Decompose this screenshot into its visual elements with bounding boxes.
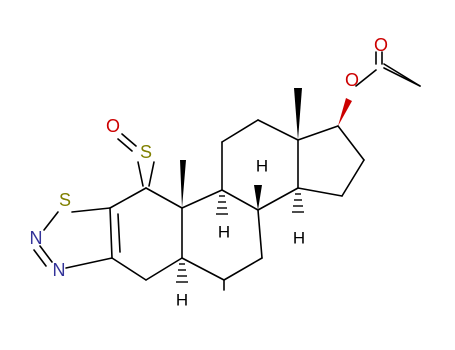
bond-ester-methyl [383,67,421,87]
bond-ringb-2 [145,187,183,209]
sulfoxide-oxygen-label: O [106,116,120,136]
bond-ringd-1 [297,125,339,141]
bond-ringc-1 [181,189,223,209]
bond-c-s-1 [137,161,144,187]
hash-bonds [176,193,304,283]
bond-ester-co [355,69,377,87]
h-wedge-c8 [254,185,262,210]
bond-n-n-1 [39,245,53,263]
bond-ringd-2 [337,125,365,161]
bond-ringd-4 [297,187,343,197]
hydrogen-c8-label: H [256,157,268,176]
bond-ringc-3 [257,209,263,259]
bond-ringc-5 [181,257,225,281]
atom-labels: O S S N N O O H H H H [30,35,389,310]
methyl-wedge-1 [180,160,186,208]
bonds [33,51,421,291]
bond-s-o-1 [121,133,137,147]
bond-s-c [71,207,111,213]
bond-ringc-up-3 [257,119,299,141]
bond-c-s-2 [148,161,155,187]
bond-c-c-fused-double [117,213,121,253]
nitrogen-1-label: N [30,228,43,248]
bond-s-o-2 [117,138,133,152]
bond-n-n-2 [33,249,47,267]
nitrogen-2-label: N [53,260,66,280]
bond-c-c-fused [109,207,113,259]
o-wedge-c17 [338,98,352,126]
bond-s-n [43,211,59,231]
bond-ringd-3 [341,159,365,197]
bond-ringc-4 [223,257,263,281]
sulfine-sulfur-label: S [140,142,152,162]
hydrogen-c14-label: H [293,229,305,248]
bond-ringc-up-2 [221,119,259,143]
bond-ringc-2 [221,189,259,211]
bond-ringb-1 [109,187,147,209]
bond-ringb-5 [111,257,147,281]
ester-oxygen-label: O [345,70,359,90]
bond-ringc-up-5 [257,187,299,211]
carbonyl-oxygen-label: O [374,35,388,55]
hydrogen-c5-label: H [176,291,188,310]
bond-ringb-4 [145,257,183,281]
methyl-wedge-2 [294,88,302,140]
bond-n-c [65,257,113,269]
ring-sulfur-label: S [59,190,71,210]
hydrogen-c9-label: H [218,223,230,242]
wedge-bonds [180,88,352,210]
